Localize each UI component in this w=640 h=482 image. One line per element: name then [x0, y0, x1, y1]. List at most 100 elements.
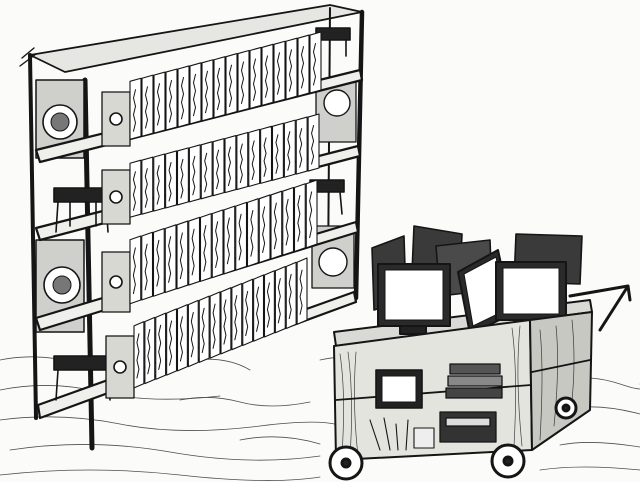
book-spine — [270, 190, 283, 260]
bookshelf — [19, 4, 365, 451]
cart-wheels — [328, 396, 578, 481]
book-spine — [246, 198, 259, 267]
cart-wood-grain — [339, 319, 575, 457]
book-spine-mark — [266, 282, 270, 328]
book-spine — [258, 194, 271, 264]
book-spine — [253, 274, 265, 342]
book-spine-mark — [201, 307, 205, 354]
book-spine-mark — [288, 273, 292, 320]
book-row-end-knob — [109, 275, 123, 289]
book-spine-mark — [239, 143, 243, 184]
book-spine-mark — [309, 191, 313, 239]
cart-handle — [568, 284, 632, 332]
book-spine-mark — [273, 202, 277, 250]
book-spine-mark — [147, 328, 151, 375]
computer-cart — [328, 225, 632, 481]
book-spine-mark — [169, 80, 172, 123]
book-spine-mark — [168, 236, 172, 283]
book-spine-mark — [204, 152, 208, 193]
book-spine-mark — [133, 89, 136, 132]
book-spine-mark — [168, 161, 172, 202]
book-spine — [164, 224, 177, 294]
book-spine — [237, 49, 250, 113]
book-spine — [282, 186, 295, 256]
book-spine-mark — [180, 158, 184, 199]
book-spine — [141, 231, 154, 301]
book-spine-mark — [263, 137, 267, 177]
book-spine — [273, 40, 286, 103]
book-spine-mark — [265, 55, 268, 98]
book-spine-mark — [191, 228, 195, 276]
book-spine-mark — [250, 210, 254, 257]
book-spine-mark — [158, 324, 162, 371]
book-spine-mark — [251, 140, 255, 181]
book-spine-mark — [190, 312, 194, 358]
book-spine-mark — [277, 52, 280, 95]
book-spine — [220, 287, 232, 355]
book-spine-mark — [132, 171, 136, 211]
book-spine — [189, 62, 202, 125]
book-spine — [198, 295, 210, 363]
book-spine — [261, 43, 274, 106]
book-spine-mark — [179, 232, 183, 280]
book-spine — [176, 304, 188, 372]
book-spine — [305, 179, 318, 249]
book-spine — [242, 278, 254, 346]
book-spine-mark — [156, 165, 160, 205]
book-spine — [231, 282, 243, 351]
book-spine-mark — [297, 195, 301, 242]
cart-body-side — [529, 311, 593, 451]
book-spine — [211, 209, 224, 279]
book-spine-mark — [234, 295, 238, 341]
book-spine — [199, 213, 212, 282]
book-spine — [213, 56, 226, 119]
book-spine — [235, 201, 248, 271]
stacked-devices — [439, 363, 503, 443]
book-spine-mark — [157, 83, 160, 126]
book-spine-mark — [212, 303, 216, 349]
book-row-end-knob — [109, 190, 123, 204]
book-spine — [129, 77, 142, 140]
book-spine — [187, 299, 199, 368]
book-spine-mark — [245, 290, 249, 337]
book-spine-mark — [156, 239, 160, 287]
book-spine — [141, 74, 154, 137]
book-spine-mark — [215, 221, 219, 268]
book-row-end-cap — [105, 335, 135, 399]
book-row-end-knob — [109, 112, 123, 126]
book-spine-mark — [287, 131, 291, 171]
book-spine-mark — [277, 278, 281, 324]
book-spine — [263, 270, 275, 338]
book-spine — [188, 216, 201, 286]
book-spine-mark — [256, 286, 260, 332]
book-spine-mark — [299, 269, 303, 315]
book-spine-mark — [216, 149, 220, 190]
book-spine-mark — [136, 333, 140, 379]
book-spine-mark — [262, 206, 266, 254]
book-spine — [249, 46, 262, 110]
book-spine — [285, 37, 298, 100]
book-spine — [177, 65, 190, 128]
book-spine — [293, 183, 306, 253]
book-spine-mark — [241, 61, 244, 104]
book-spine-mark — [253, 58, 256, 101]
book-spine-mark — [299, 128, 303, 168]
book-spine-mark — [169, 320, 173, 366]
book-row-end-knob — [113, 360, 127, 374]
book-spine — [297, 34, 310, 97]
book-spine — [155, 312, 167, 380]
book-spine-mark — [223, 299, 227, 345]
book-spine — [153, 71, 166, 134]
book-spine-mark — [229, 64, 232, 108]
book-spine-mark — [275, 134, 279, 174]
stools — [53, 27, 351, 401]
book-spine-mark — [132, 247, 136, 295]
book-spine — [144, 316, 156, 385]
book-spine — [166, 308, 178, 376]
book-spine-mark — [289, 49, 292, 92]
book-spine-mark — [144, 243, 148, 291]
book-spine — [309, 31, 322, 94]
book-rows — [101, 31, 322, 399]
book-spine — [133, 321, 145, 389]
